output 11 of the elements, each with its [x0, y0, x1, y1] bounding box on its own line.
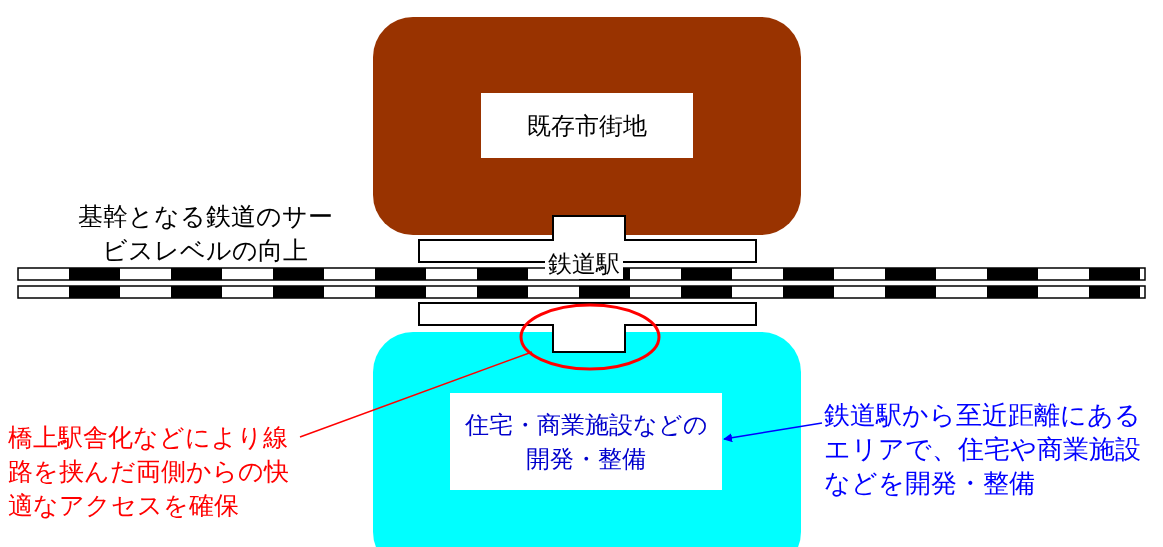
caption-text: 基幹となる鉄道のサービスレベルの向上	[76, 201, 334, 267]
leader-line	[299, 351, 533, 438]
arrow	[723, 422, 823, 443]
annotation-text: 橋上駅舎化などにより線路を挟んだ両側からの快適なアクセスを確保	[8, 421, 300, 525]
highlight-ellipse	[519, 303, 661, 371]
annotation-text: 鉄道駅から至近距離にあるエリアで、住宅や商業施設などを開発・整備	[824, 398, 1160, 502]
development-area	[373, 332, 801, 547]
development-label: 住宅・商業施設などの開発・整備	[450, 393, 722, 490]
station-name: 鉄道駅	[545, 249, 623, 279]
district-area	[373, 17, 801, 235]
district-label: 既存市街地	[481, 93, 693, 158]
